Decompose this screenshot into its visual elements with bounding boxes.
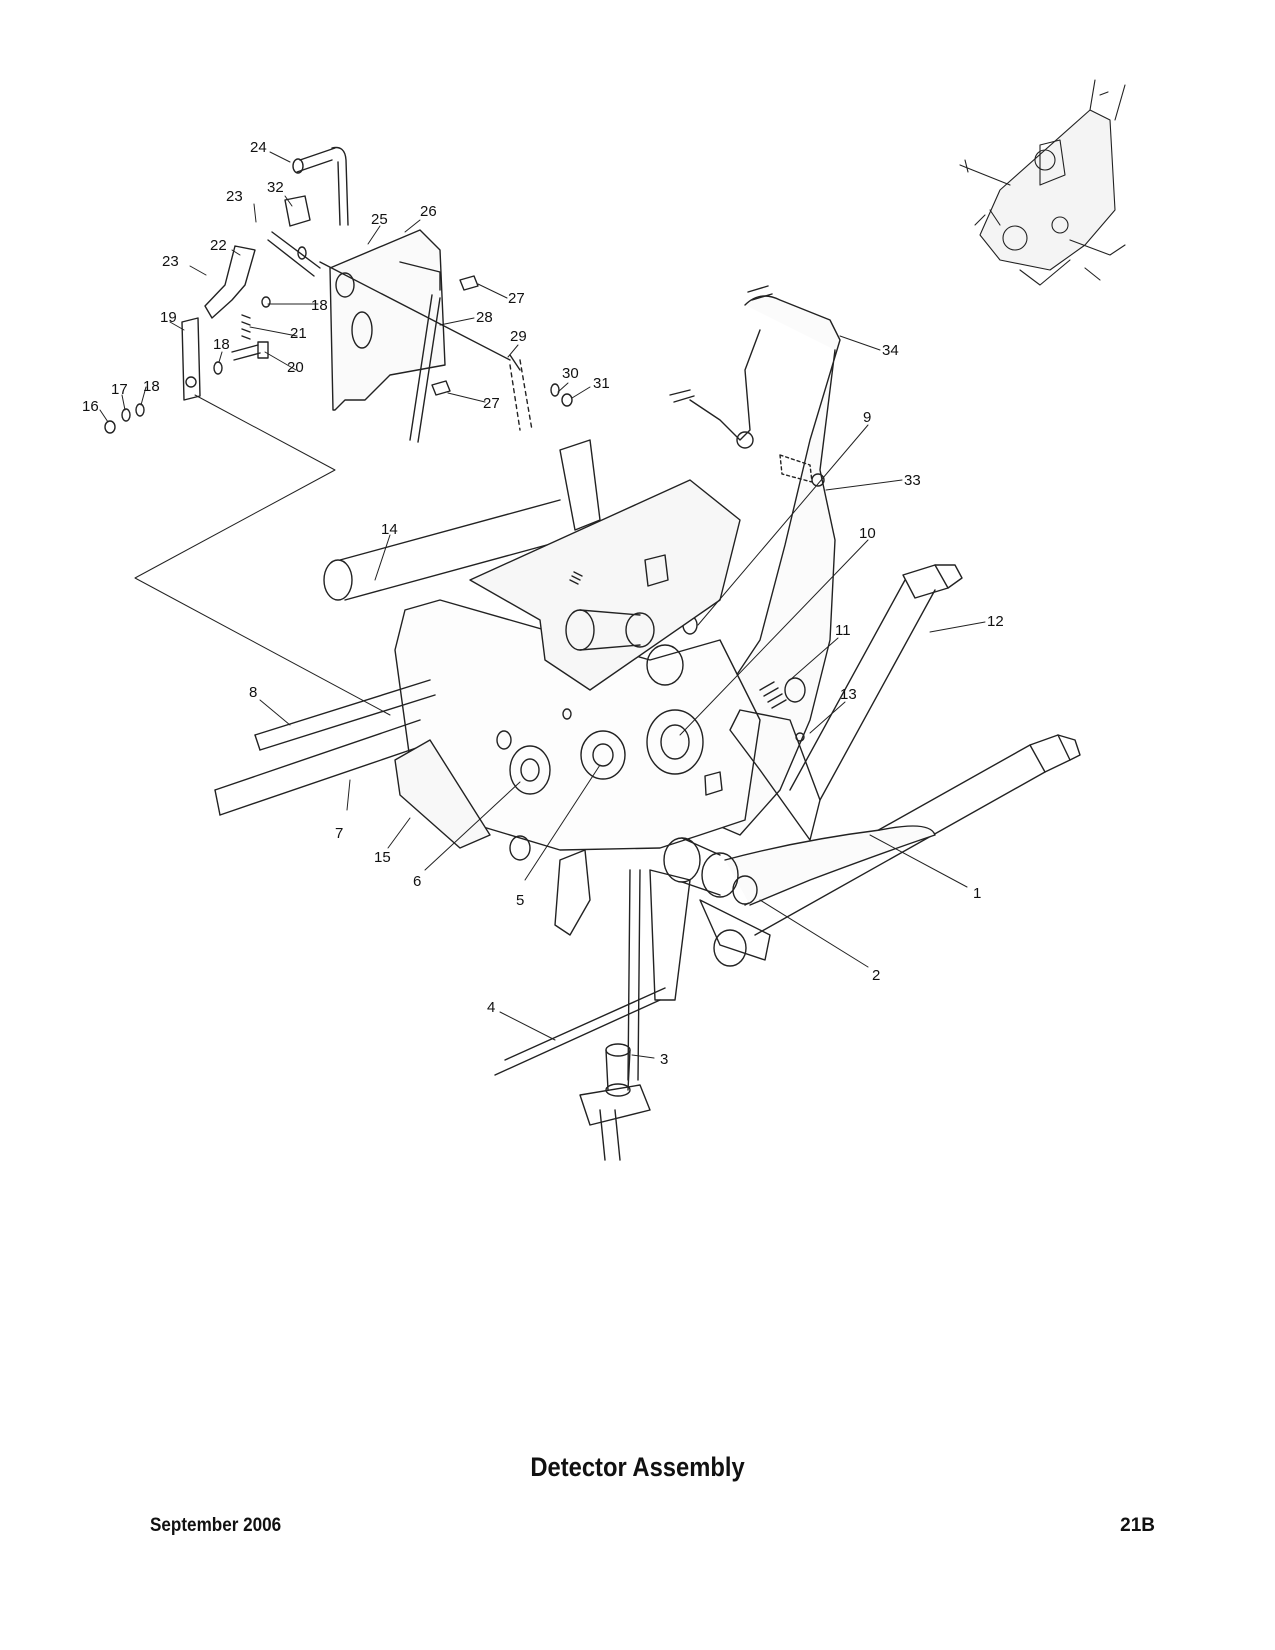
callout-23b: 23: [162, 253, 179, 270]
callout-10: 10: [859, 525, 876, 542]
callout-8: 8: [249, 684, 257, 701]
callout-18: 18: [143, 378, 160, 395]
callout-labels: 1 2 3 4 5 6 7 8 9 10 11 12 13 14 15 16 1…: [82, 139, 1004, 1068]
callout-16: 16: [82, 398, 99, 415]
callout-26: 26: [420, 203, 437, 220]
callout-6: 6: [413, 873, 421, 890]
callout-28: 28: [476, 309, 493, 326]
footer-date: September 2006: [150, 1515, 282, 1536]
callout-18c: 18: [311, 297, 328, 314]
callout-17: 17: [111, 381, 128, 398]
callout-23: 23: [226, 188, 243, 205]
footer-page-number: 21B: [1120, 1515, 1155, 1536]
callout-33: 33: [904, 472, 921, 489]
callout-15: 15: [374, 849, 391, 866]
callout-19: 19: [160, 309, 177, 326]
callout-5: 5: [516, 892, 524, 909]
inset-overview: [959, 79, 1126, 286]
callout-2: 2: [872, 967, 880, 984]
callout-22: 22: [210, 237, 227, 254]
callout-30: 30: [562, 365, 579, 382]
callout-29: 29: [510, 328, 527, 345]
callout-32: 32: [267, 179, 284, 196]
callout-14: 14: [381, 521, 398, 538]
callout-27b: 27: [483, 395, 500, 412]
callout-13: 13: [840, 686, 857, 703]
callout-27: 27: [508, 290, 525, 307]
callout-31: 31: [593, 375, 610, 392]
callout-24: 24: [250, 139, 267, 156]
callout-21: 21: [290, 325, 307, 342]
page-title: Detector Assembly: [530, 1452, 745, 1482]
callout-34: 34: [882, 342, 899, 359]
callout-1: 1: [973, 885, 981, 902]
callout-11: 11: [835, 622, 851, 639]
callout-3: 3: [660, 1051, 668, 1068]
main-assembly: [214, 285, 1081, 1161]
callout-18b: 18: [213, 336, 230, 353]
callout-9: 9: [863, 409, 871, 426]
callout-25: 25: [371, 211, 388, 228]
callout-12: 12: [987, 613, 1004, 630]
callout-20: 20: [287, 359, 304, 376]
exploded-subassembly: [104, 146, 573, 716]
callout-4: 4: [487, 999, 495, 1016]
callout-7: 7: [335, 825, 343, 842]
leader-lines: [99, 151, 986, 1059]
